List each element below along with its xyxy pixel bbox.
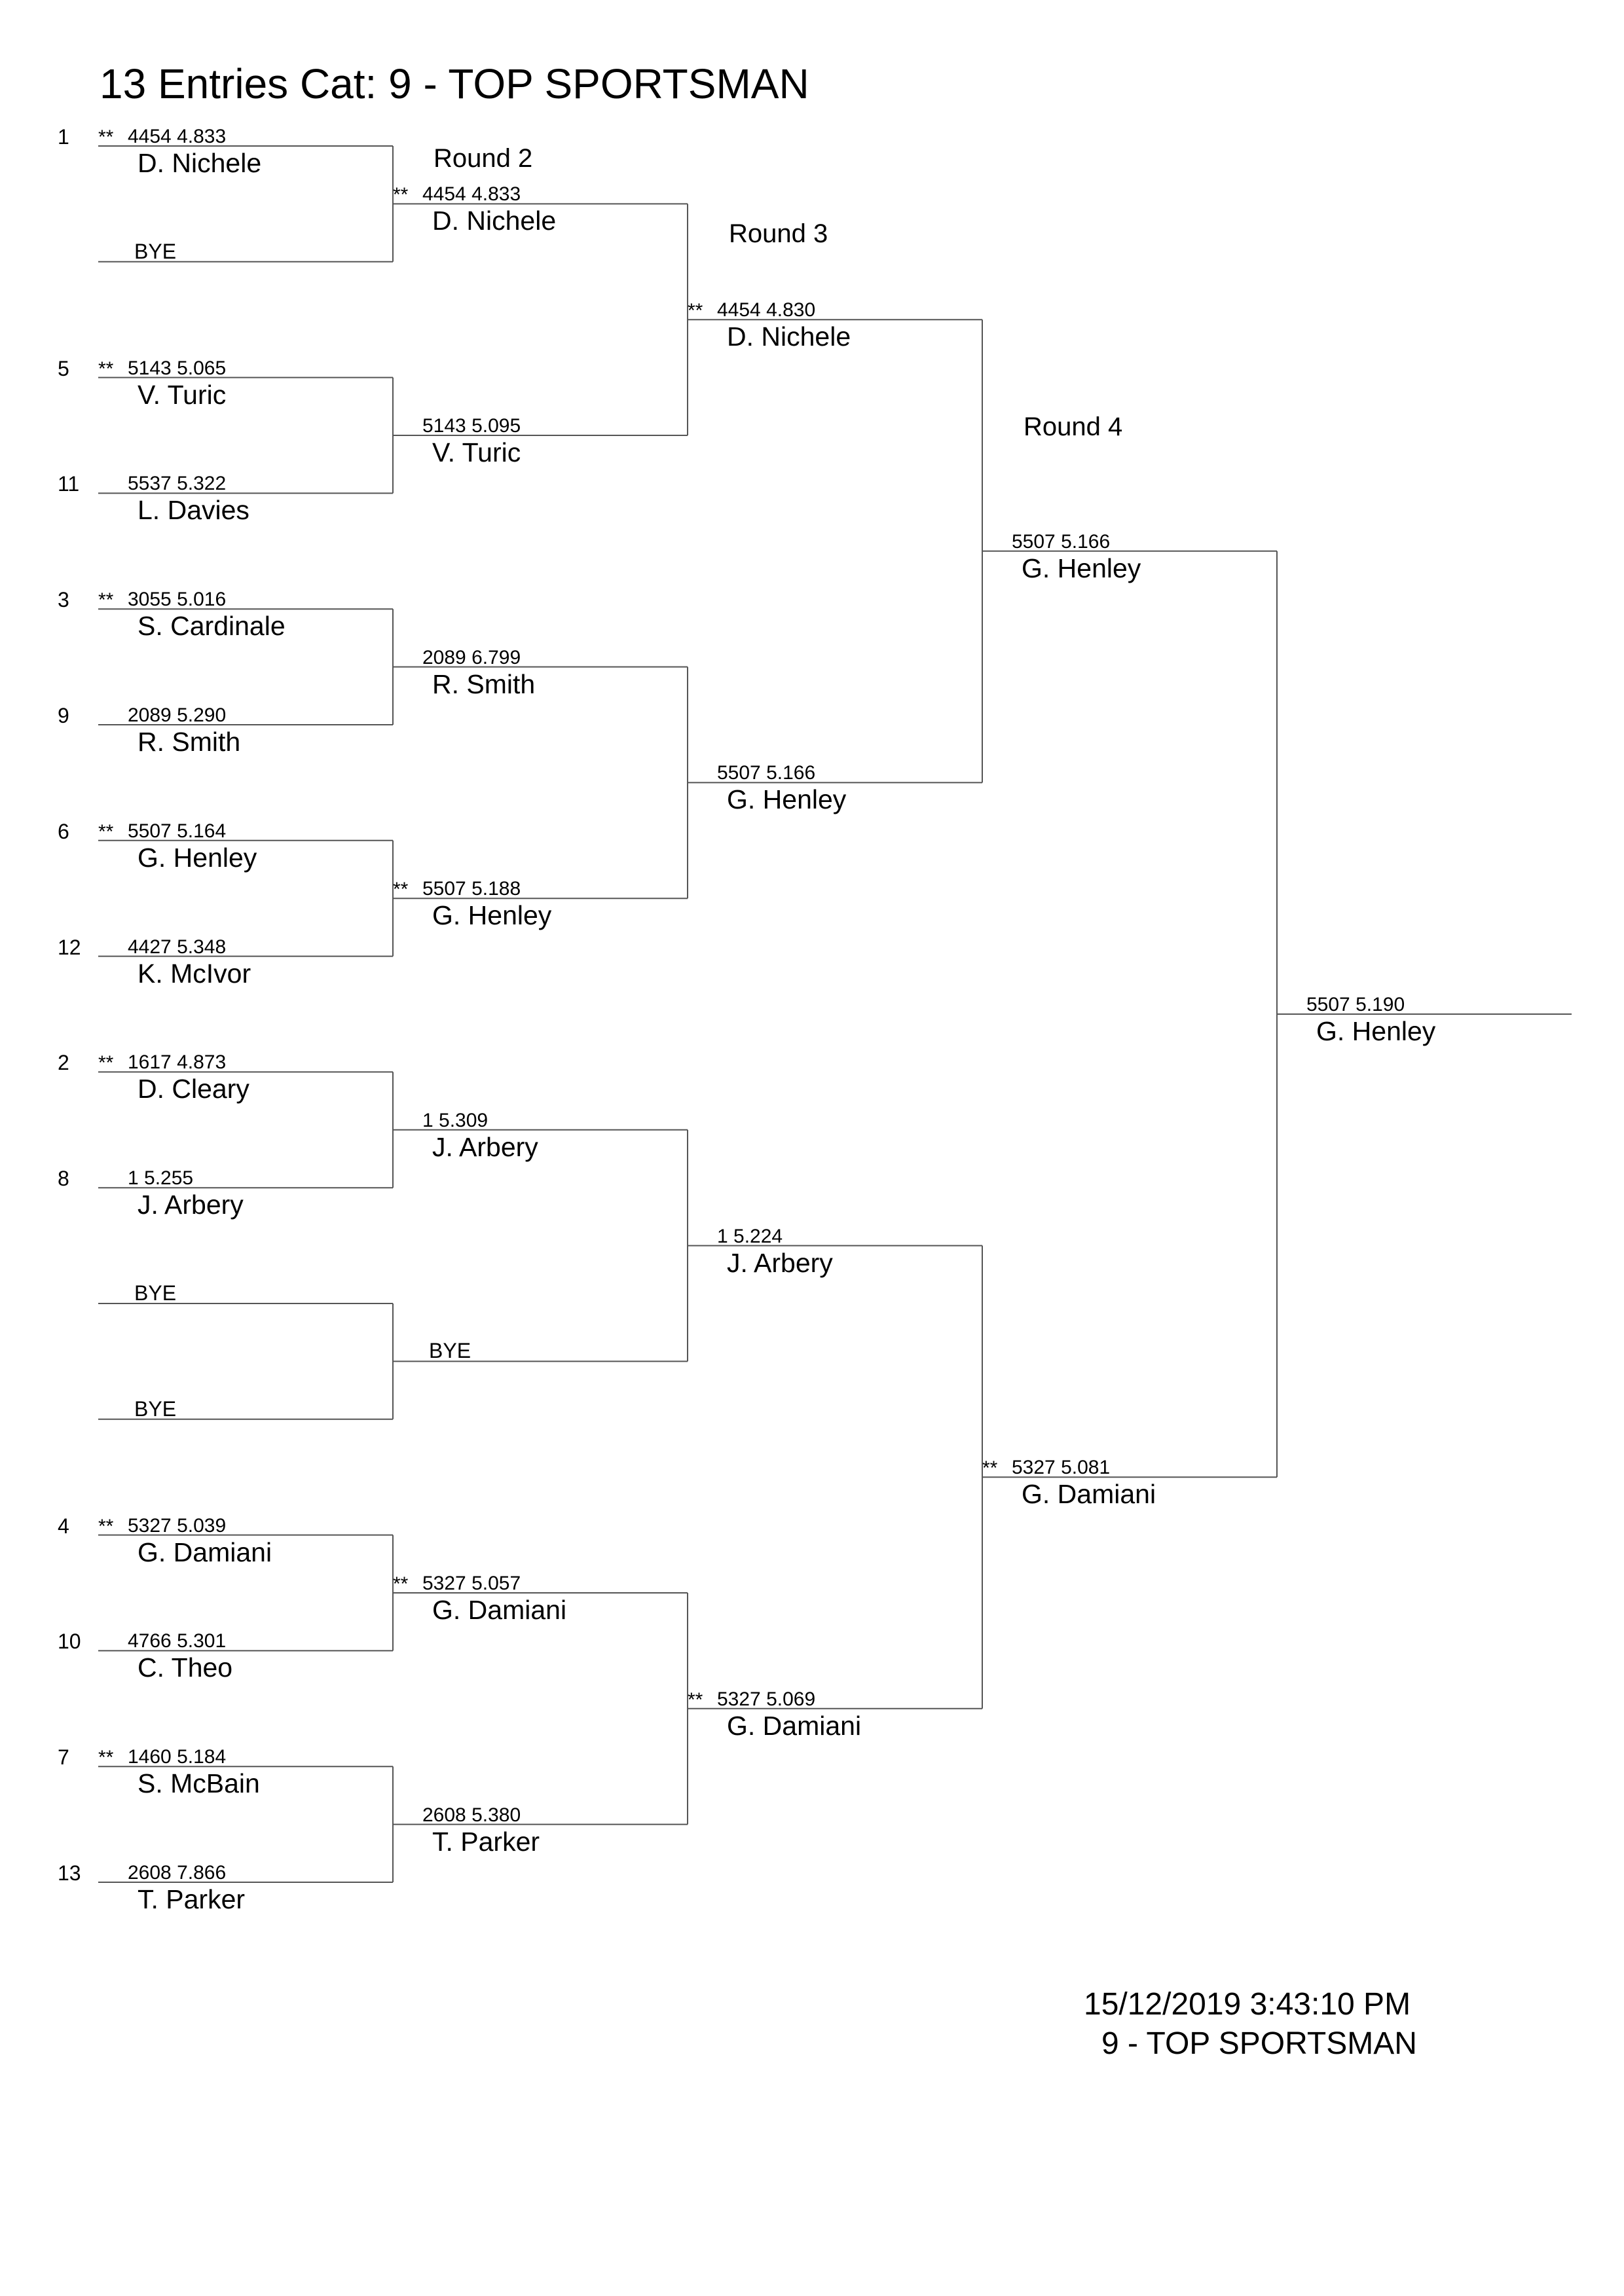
seed-number: 12 <box>58 935 81 959</box>
seed-number: 11 <box>58 472 80 496</box>
bye-label: BYE <box>134 1281 177 1305</box>
entry-stats: 3055 5.016 <box>128 589 227 611</box>
seed-number: 6 <box>58 819 69 843</box>
qualifier-mark: ** <box>688 300 703 322</box>
qualifier-mark: ** <box>393 1573 409 1595</box>
seed-number: 4 <box>58 1514 69 1538</box>
competitor-name: D. Nichele <box>727 321 851 352</box>
entry-stats: 1 5.309 <box>422 1109 489 1131</box>
competitor-name: V. Turic <box>432 437 521 467</box>
competitor-name: G. Henley <box>727 784 847 815</box>
seed-number: 13 <box>58 1861 81 1885</box>
qualifier-mark: ** <box>98 589 114 611</box>
qualifier-mark: ** <box>98 126 114 148</box>
seed-number: 8 <box>58 1167 69 1191</box>
seed-number: 7 <box>58 1745 69 1770</box>
competitor-name: K. McIvor <box>138 958 251 989</box>
entry-stats: 5327 5.069 <box>717 1688 816 1710</box>
competitor-name: G. Henley <box>1022 553 1141 583</box>
entry-stats: 5507 5.190 <box>1306 994 1405 1015</box>
entry-stats: 5143 5.095 <box>422 415 521 437</box>
entry-stats: 2608 7.866 <box>128 1862 227 1884</box>
qualifier-mark: ** <box>393 879 409 901</box>
entry-stats: 5507 5.166 <box>1012 530 1111 553</box>
competitor-name: G. Damiani <box>1022 1479 1156 1510</box>
qualifier-mark: ** <box>393 184 409 206</box>
competitor-name: D. Nichele <box>138 148 262 178</box>
competitor-name: D. Cleary <box>138 1074 249 1104</box>
competitor-name: S. Cardinale <box>138 611 286 642</box>
competitor-name: R. Smith <box>432 668 536 699</box>
entry-stats: 2089 5.290 <box>128 704 227 726</box>
round-3-label: Round 3 <box>729 219 828 248</box>
competitor-name: V. Turic <box>138 379 227 410</box>
qualifier-mark: ** <box>98 1052 114 1074</box>
entry-stats: 5143 5.065 <box>128 357 227 379</box>
qualifier-mark: ** <box>98 820 114 843</box>
qualifier-mark: ** <box>98 1515 114 1537</box>
entry-stats: 1617 4.873 <box>128 1051 227 1074</box>
seed-number: 5 <box>58 356 69 380</box>
entry-stats: 1 5.224 <box>717 1225 783 1247</box>
seed-number: 3 <box>58 588 69 612</box>
bye-label: BYE <box>134 1396 177 1421</box>
entry-stats: 2608 5.380 <box>422 1804 521 1826</box>
seed-number: 10 <box>58 1630 81 1654</box>
entry-stats: 4454 4.833 <box>128 126 227 147</box>
competitor-name: S. McBain <box>138 1768 260 1799</box>
competitor-name: J. Arbery <box>138 1190 244 1220</box>
footer-category: 9 - TOP SPORTSMAN <box>1101 2026 1417 2061</box>
entry-stats: 5507 5.188 <box>422 878 521 900</box>
entry-stats: 1460 5.184 <box>128 1746 227 1768</box>
competitor-name: G. Henley <box>138 842 257 873</box>
entry-stats: 2089 6.799 <box>422 646 521 668</box>
competitor-name: G. Henley <box>1316 1016 1436 1046</box>
entry-stats: 5327 5.039 <box>128 1514 227 1537</box>
bye-label: BYE <box>429 1339 471 1363</box>
seed-number: 2 <box>58 1051 69 1075</box>
entry-stats: 5507 5.164 <box>128 820 227 842</box>
bye-label: BYE <box>134 239 177 263</box>
entry-stats: 5507 5.166 <box>717 762 816 784</box>
page-title: 13 Entries Cat: 9 - TOP SPORTSMAN <box>100 60 809 107</box>
entry-stats: 4454 4.833 <box>422 183 521 206</box>
competitor-name: L. Davies <box>138 495 249 526</box>
entry-stats: 5537 5.322 <box>128 473 227 495</box>
seed-number: 1 <box>58 125 69 149</box>
competitor-name: D. Nichele <box>432 206 557 236</box>
round-4-label: Round 4 <box>1024 412 1123 441</box>
qualifier-mark: ** <box>688 1688 703 1711</box>
competitor-name: G. Damiani <box>432 1595 567 1625</box>
seed-number: 9 <box>58 704 69 727</box>
entry-stats: 4427 5.348 <box>128 936 227 958</box>
round-2-label: Round 2 <box>434 144 533 173</box>
competitor-name: J. Arbery <box>432 1131 538 1162</box>
footer-timestamp: 15/12/2019 3:43:10 PM <box>1084 1987 1411 2022</box>
competitor-name: T. Parker <box>138 1884 246 1914</box>
entry-stats: 4766 5.301 <box>128 1630 227 1652</box>
entry-stats: 5327 5.057 <box>422 1573 521 1594</box>
competitor-name: R. Smith <box>138 727 241 757</box>
competitor-name: G. Damiani <box>138 1537 272 1567</box>
qualifier-mark: ** <box>98 357 114 380</box>
qualifier-mark: ** <box>98 1747 114 1769</box>
competitor-name: C. Theo <box>138 1652 233 1683</box>
competitor-name: G. Damiani <box>727 1710 862 1741</box>
qualifier-mark: ** <box>982 1457 998 1480</box>
entry-stats: 5327 5.081 <box>1012 1457 1111 1479</box>
competitor-name: J. Arbery <box>727 1247 833 1278</box>
entry-stats: 1 5.255 <box>128 1167 194 1190</box>
entry-stats: 4454 4.830 <box>717 299 816 321</box>
competitor-name: T. Parker <box>432 1826 540 1857</box>
competitor-name: G. Henley <box>432 900 552 931</box>
